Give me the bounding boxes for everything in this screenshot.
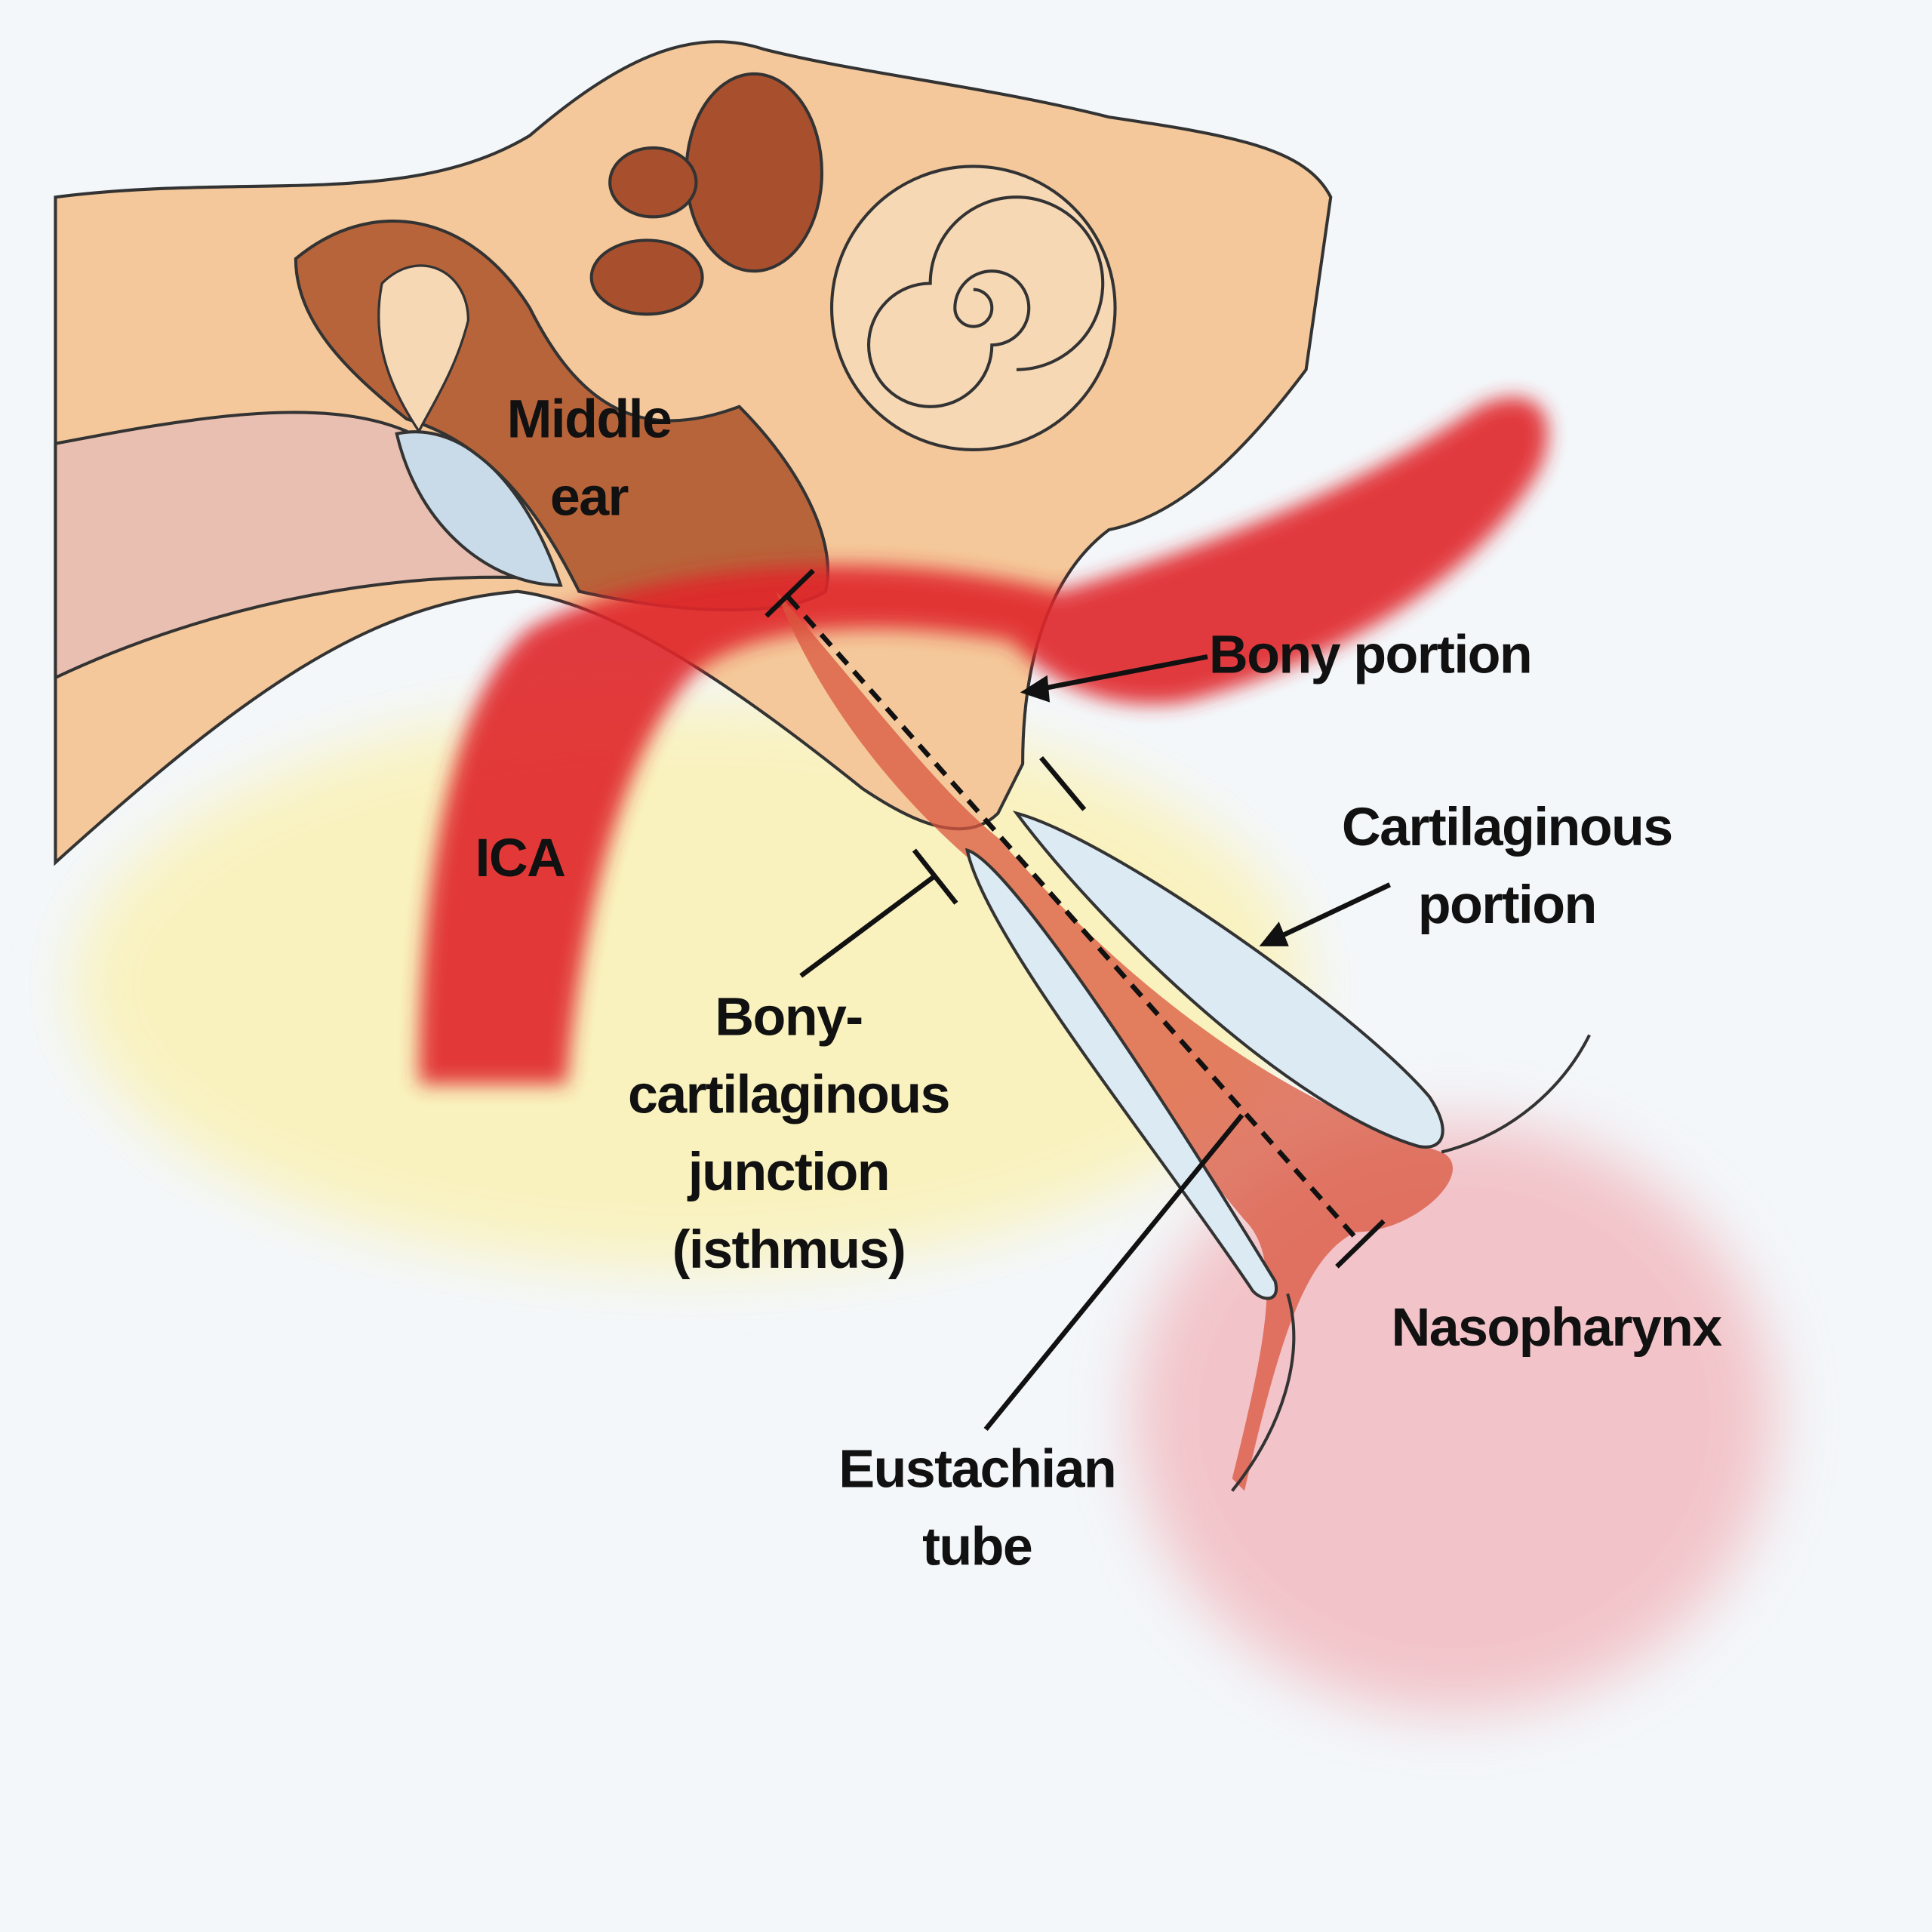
leader-line-junction	[799, 872, 938, 978]
leader-line-cartilaginous	[1274, 882, 1392, 942]
tick-mark	[1335, 1219, 1386, 1269]
internal-carotid-artery	[419, 397, 1549, 1084]
cochlea-spiral	[867, 195, 1105, 408]
semicircular-canal	[608, 146, 698, 219]
cartilage-medial	[964, 848, 1278, 1300]
tube-axis-dashed-line	[786, 595, 1364, 1247]
label-ica: ICA	[475, 828, 565, 888]
arrowhead	[1020, 675, 1051, 703]
nasopharynx-wall	[1231, 1034, 1591, 1492]
label-nasopharynx: Nasopharynx	[1391, 1297, 1722, 1358]
label-bony-portion: Bony portion	[1209, 624, 1531, 685]
semicircular-canal	[685, 72, 824, 273]
tick-mark	[764, 568, 815, 618]
tick-mark	[1039, 755, 1087, 811]
ossicle	[377, 264, 470, 434]
semicircular-canal	[589, 238, 704, 316]
cartilage-lateral	[1012, 811, 1444, 1149]
cochlea	[830, 165, 1117, 451]
leader-line-bony	[1034, 654, 1208, 693]
leader-line-tube	[983, 1113, 1244, 1431]
